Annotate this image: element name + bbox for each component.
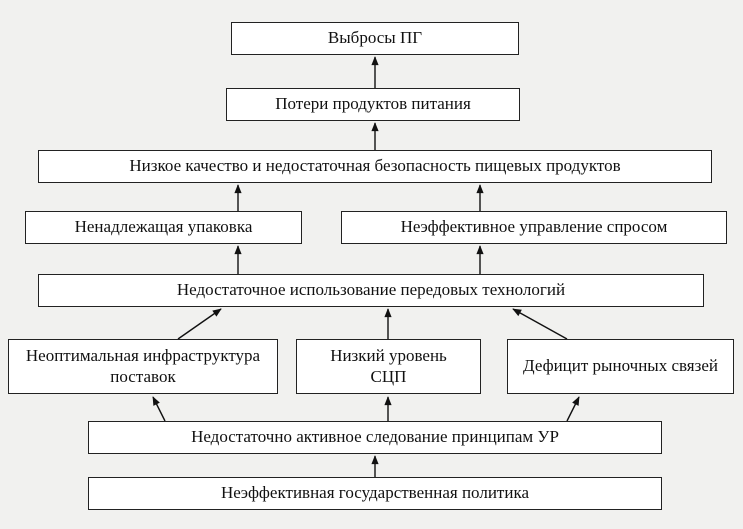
box-supply-infrastructure: Неоптимальная инфраструктура поставок: [8, 339, 278, 394]
box-improper-packaging-label: Ненадлежащая упаковка: [74, 217, 253, 237]
box-low-quality-safety: Низкое качество и недостаточная безопасн…: [38, 150, 712, 183]
box-market-links-deficit-label: Дефицит рыночных связей: [523, 356, 718, 376]
box-demand-management-label: Неэффективное управление спросом: [400, 217, 668, 237]
arrow-infrastructure-to-technology: [177, 308, 222, 340]
box-ghg-emissions-label: Выбросы ПГ: [327, 28, 423, 48]
box-state-policy: Неэффективная государственная политика: [88, 477, 662, 510]
box-advanced-technology-label: Недостаточное использование передовых те…: [176, 280, 566, 300]
box-supply-infrastructure-label: Неоптимальная инфраструктура поставок: [25, 345, 261, 386]
box-state-policy-label: Неэффективная государственная политика: [220, 483, 529, 503]
box-ghg-emissions: Выбросы ПГ: [231, 22, 519, 55]
box-improper-packaging: Ненадлежащая упаковка: [25, 211, 302, 244]
box-low-quality-safety-label: Низкое качество и недостаточная безопасн…: [129, 156, 621, 176]
box-sd-principles-label: Недостаточно активное следование принцип…: [191, 427, 559, 447]
box-sd-principles: Недостаточно активное следование принцип…: [88, 421, 662, 454]
arrow-market-to-technology: [512, 308, 568, 340]
box-food-losses: Потери продуктов питания: [226, 88, 520, 121]
box-market-links-deficit: Дефицит рыночных связей: [507, 339, 734, 394]
box-food-losses-label: Потери продуктов питания: [275, 94, 471, 114]
box-low-scp-level-label: Низкий уровень СЦП: [330, 345, 447, 386]
arrow-sd-to-market: [566, 396, 580, 422]
box-advanced-technology: Недостаточное использование передовых те…: [38, 274, 704, 307]
arrow-sd-to-infrastructure: [152, 396, 166, 422]
box-demand-management: Неэффективное управление спросом: [341, 211, 727, 244]
box-low-scp-level: Низкий уровень СЦП: [296, 339, 481, 394]
